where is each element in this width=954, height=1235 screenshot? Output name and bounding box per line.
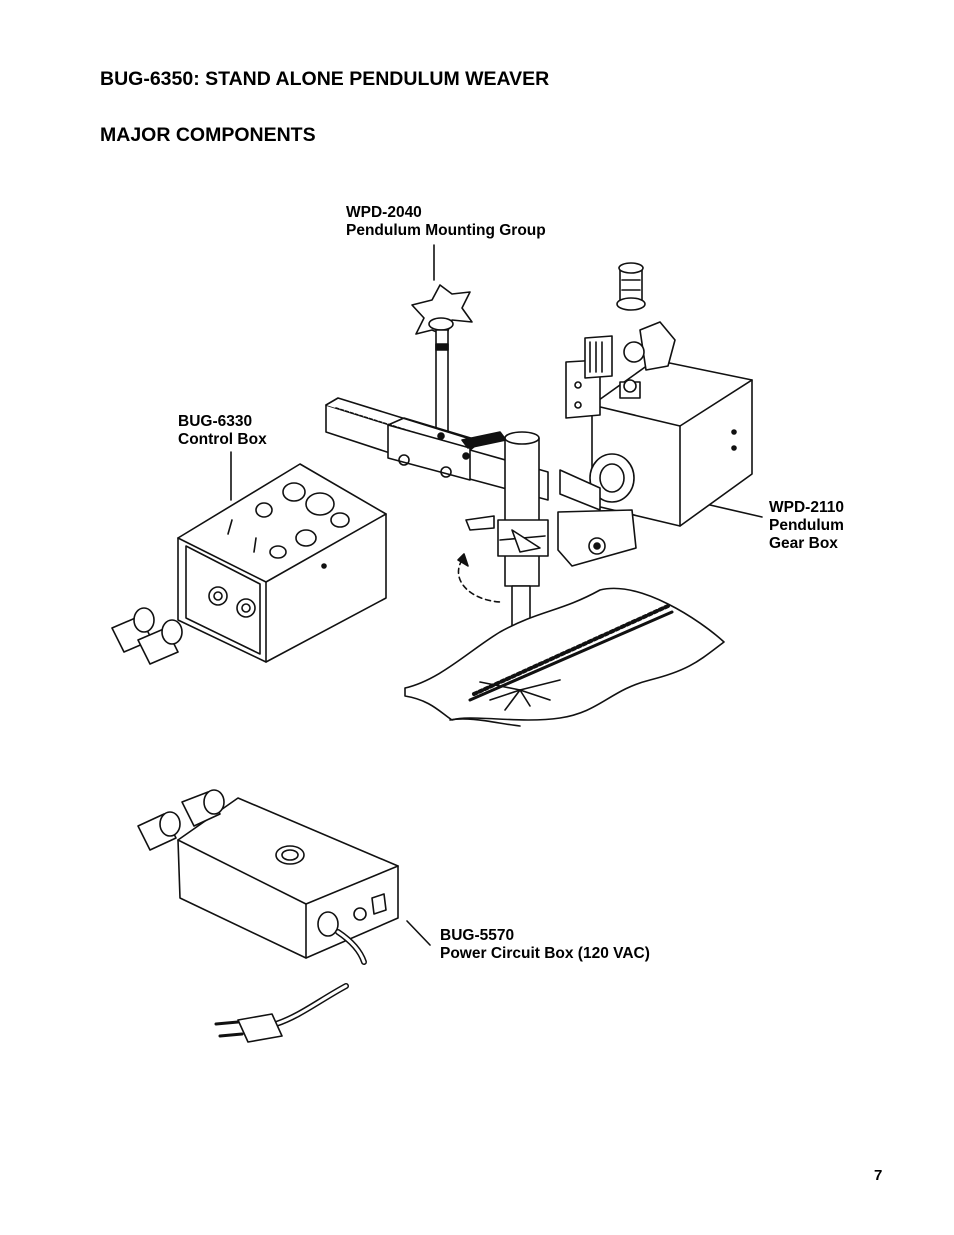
section-heading: MAJOR COMPONENTS bbox=[100, 124, 316, 146]
part-name: Power Circuit Box (120 VAC) bbox=[440, 945, 650, 962]
callout-bug-5570: BUG-5570 Power Circuit Box (120 VAC) bbox=[440, 927, 650, 963]
pendulum-mounting-group-drawing bbox=[325, 284, 549, 677]
part-name: Pendulum bbox=[769, 517, 844, 534]
part-name: Pendulum Mounting Group bbox=[346, 222, 546, 239]
part-number: BUG-6330 bbox=[178, 413, 253, 430]
leader-lines bbox=[230, 244, 763, 946]
callout-wpd-2040: WPD-2040 Pendulum Mounting Group bbox=[346, 204, 546, 240]
page-title: BUG-6350: STAND ALONE PENDULUM WEAVER bbox=[100, 68, 550, 90]
pendulum-gear-box-drawing bbox=[557, 262, 753, 567]
part-name: Control Box bbox=[178, 431, 267, 448]
part-number: WPD-2040 bbox=[346, 204, 422, 221]
workpiece-plate-drawing bbox=[404, 587, 725, 727]
control-box-drawing bbox=[111, 463, 387, 665]
power-circuit-box-drawing bbox=[137, 789, 399, 1043]
part-number: BUG-5570 bbox=[440, 927, 515, 944]
page-number: 7 bbox=[874, 1167, 883, 1184]
part-name: Gear Box bbox=[769, 535, 838, 552]
part-number: WPD-2110 bbox=[769, 499, 844, 516]
callout-wpd-2110: WPD-2110 Pendulum Gear Box bbox=[769, 499, 844, 553]
callout-bug-6330: BUG-6330 Control Box bbox=[178, 413, 267, 449]
